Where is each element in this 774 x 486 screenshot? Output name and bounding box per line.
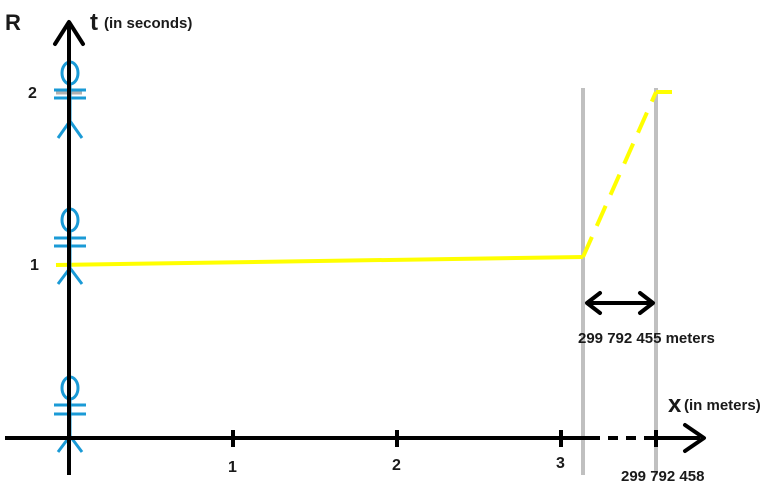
worldline-solid [55,255,584,267]
x-axis-unit: (in meters) [684,397,761,414]
x-axis-arrowhead [683,423,706,453]
x-tick-label-1: 1 [228,459,237,476]
worldline-dashed [581,91,658,258]
x-axis-symbol: x [668,391,682,418]
frame-label: R [5,10,21,35]
t-axis-arrowhead [53,20,85,46]
t-tick-label-1: 1 [30,257,39,274]
x-tick-label-far: 299 792 458 [621,468,704,485]
x-tick-label-2: 2 [392,457,401,474]
distance-arrow-left-head [585,291,602,315]
t-axis-unit: (in seconds) [104,15,192,32]
distance-arrow-right-head [638,291,655,315]
t-tick-label-2: 2 [28,85,37,102]
t-axis-symbol: t [90,9,98,36]
x-tick-label-3: 3 [556,455,565,472]
distance-label: 299 792 455 meters [578,330,715,347]
